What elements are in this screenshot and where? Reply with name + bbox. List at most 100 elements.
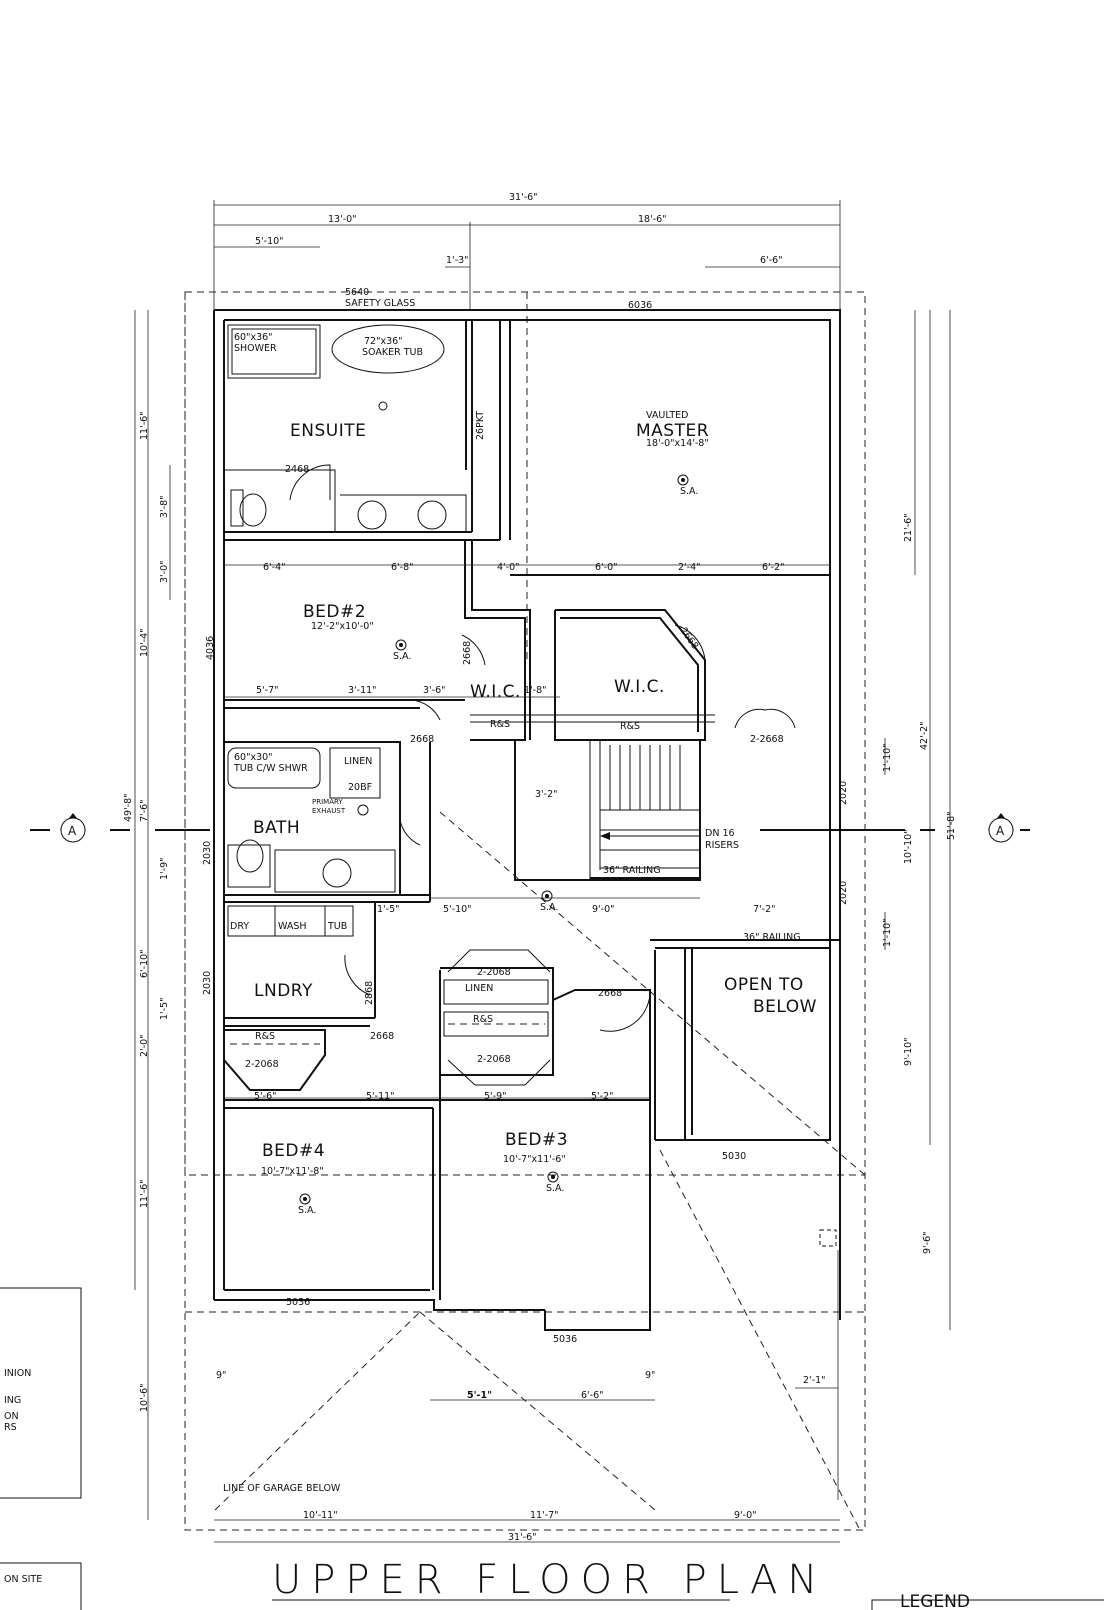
dim-bottom-overall: 31'-6"	[508, 1532, 537, 1543]
sa-bed2: S.A.	[393, 651, 411, 662]
dim-int-1: 6'-4"	[263, 562, 286, 573]
exhaust-label-1: PRIMARY	[312, 798, 343, 806]
exhaust-label-2: EXHAUST	[312, 807, 346, 815]
dim-right-8: 9'-6"	[922, 1232, 933, 1255]
railing-label-2: 36" RAILING	[743, 932, 801, 943]
dim-right-6: 1'-10"	[882, 918, 893, 947]
dim-int-7: 5'-7"	[256, 685, 279, 696]
dim-left-9: 1'-5"	[159, 998, 170, 1021]
section-marker-right: A	[760, 813, 1030, 843]
window-2020-a: 2020	[838, 781, 849, 805]
door-2668-a: 2668	[462, 641, 473, 665]
dim-right-overall: 51'-8"	[946, 811, 957, 840]
dim-int-14: 7'-2"	[753, 904, 776, 915]
room-open-to: OPEN TO	[724, 975, 804, 995]
dim-int-15: 1'-5"	[377, 904, 400, 915]
dim-right-1: 21'-6"	[903, 513, 914, 542]
dim-int-19: 5'-2"	[591, 1091, 614, 1102]
notes-panel	[0, 1287, 82, 1499]
dim-int-21: 6'-6"	[581, 1390, 604, 1401]
soaker-size: 72"x36"	[364, 336, 403, 347]
stair-dn: DN 16	[705, 828, 735, 839]
dim-left-overall: 49'-8"	[123, 793, 134, 822]
window-5036-b: 5036	[553, 1334, 577, 1345]
shower-label: SHOWER	[234, 343, 277, 354]
window-4036: 4036	[205, 636, 216, 660]
window-5036-a: 5036	[286, 1297, 310, 1308]
dim-bottom-2: 11'-7"	[530, 1510, 559, 1521]
door-2468: 2468	[285, 464, 309, 475]
rs-label-3: R&S	[473, 1014, 493, 1025]
window-6036: 6036	[628, 300, 652, 311]
shower-size: 60"x36"	[234, 332, 273, 343]
pocket-door-label: 26PKT	[475, 411, 486, 440]
tub-size: 60"x30"	[234, 752, 273, 763]
dim-bottom-3: 9'-0"	[734, 1510, 757, 1521]
room-bath: BATH	[253, 818, 300, 838]
dim-top-overall: 31'-6"	[509, 192, 538, 203]
dim-int-3: 4'-0"	[497, 562, 520, 573]
tub-label: TUB C/W SHWR	[233, 763, 308, 774]
notes-panel-lower	[0, 1562, 82, 1610]
rs-label-4: R&S	[255, 1031, 275, 1042]
door-2668-e: 2668	[598, 988, 622, 999]
upper-outline	[184, 291, 866, 1176]
partial-text-3: ON	[4, 1411, 19, 1422]
garage-line-label: LINE OF GARAGE BELOW	[223, 1483, 341, 1494]
dim-int-8: 3'-11"	[348, 685, 377, 696]
dim-left-7: 1'-9"	[159, 858, 170, 881]
door-2-2068-b: 2-2068	[477, 1054, 511, 1065]
dimension-lines	[134, 200, 951, 1543]
dim-right-2: 42'-2"	[919, 721, 930, 750]
room-wic: W.I.C.	[614, 677, 665, 697]
room-below: BELOW	[753, 997, 817, 1017]
room-bed4: BED#4	[262, 1141, 325, 1161]
window-2030-b: 2030	[202, 971, 213, 995]
door-2-2668: 2-2668	[750, 734, 784, 745]
bf-label: 20BF	[348, 782, 372, 793]
door-2668-d: 2668	[370, 1031, 394, 1042]
window-2030-a: 2030	[202, 841, 213, 865]
door-2868: 2868	[364, 981, 375, 1005]
dim-int-5: 2'-4"	[678, 562, 701, 573]
rs-label-2: R&S	[620, 721, 640, 732]
partial-text-1: INION	[4, 1368, 31, 1379]
room-master-size: 18'-0"x14'-8"	[646, 438, 709, 449]
door-2668-c: 2668	[410, 734, 434, 745]
door-2-2068-c: 2-2068	[245, 1059, 279, 1070]
linen-label: LINEN	[344, 756, 372, 767]
dim-bottom-6: 9"	[645, 1370, 655, 1381]
dim-int-12: 5'-10"	[443, 904, 472, 915]
dim-left-10: 2'-0"	[139, 1035, 150, 1058]
dim-right-4: 1'-10"	[882, 743, 893, 772]
room-bed3: BED#3	[505, 1130, 568, 1150]
dim-top-window: 6'-6"	[760, 255, 783, 266]
dim-left-4: 10'-4"	[139, 628, 150, 657]
section-marker-left: A	[30, 813, 210, 843]
dim-left-12: 10'-6"	[139, 1383, 150, 1412]
railing-label-1: 36" RAILING	[603, 865, 661, 876]
wash-label: WASH	[278, 921, 307, 932]
dim-int-10: 1'-8"	[524, 685, 547, 696]
room-bed4-size: 10'-7"x11'-8"	[261, 1166, 324, 1177]
dim-top-right: 18'-6"	[638, 214, 667, 225]
room-master: MASTER	[636, 421, 709, 441]
dim-left-8: 6'-10"	[139, 949, 150, 978]
dim-left-2: 3'-8"	[159, 496, 170, 519]
tub-laundry-label: TUB	[327, 921, 347, 932]
dim-int-13: 9'-0"	[592, 904, 615, 915]
dim-int-6: 6'-2"	[762, 562, 785, 573]
dim-right-5: 10'-10"	[903, 829, 914, 864]
dim-top-ensuite: 5'-10"	[255, 236, 284, 247]
dim-bottom-1: 10'-11"	[303, 1510, 338, 1521]
sa-master: S.A.	[680, 486, 698, 497]
room-bed2: BED#2	[303, 602, 366, 622]
window-5640: 5640	[345, 287, 369, 298]
dim-int-22: 2'-1"	[803, 1375, 826, 1386]
section-label-left: A	[68, 824, 77, 838]
dim-int-18: 5'-9"	[484, 1091, 507, 1102]
dim-int-4: 6'-0"	[595, 562, 618, 573]
room-lndry: LNDRY	[254, 981, 313, 1001]
dry-label: DRY	[230, 921, 249, 932]
